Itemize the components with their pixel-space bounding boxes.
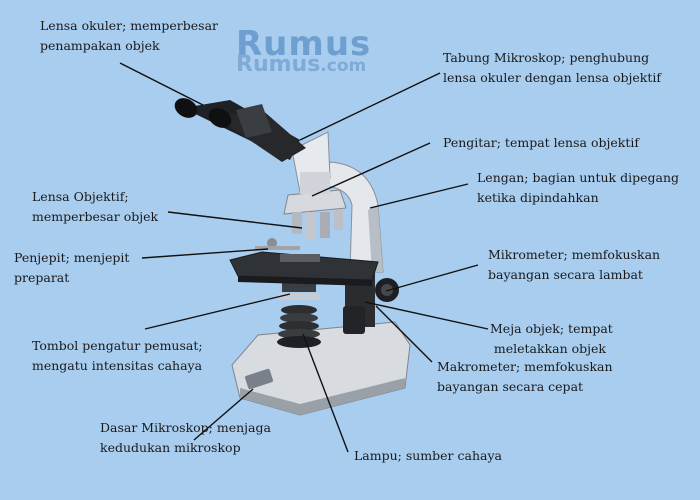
label-lensa-okuler: Lensa okuler; memperbesar penampakan obj… [40,16,218,56]
watermark-logo-sub: Rumus.com [236,52,366,77]
lamp-and-condenser [277,282,321,348]
watermark-domain: .com [320,56,366,76]
pointer-tombol [145,294,290,329]
eyepieces [171,94,306,162]
pointer-mikrometer [386,265,478,291]
label-lengan: Lengan; bagian untuk dipegang ketika dip… [477,168,679,208]
pointer-okuler [120,63,203,105]
label-tabung-mikroskop: Tabung Mikroskop; penghubung lensa okule… [443,48,661,88]
nosepiece-and-objectives [284,190,346,240]
label-lampu: Lampu; sumber cahaya [354,446,502,466]
pointer-tabung [300,73,440,140]
label-meja-objek: Meja objek; tempat meletakkan objek [490,319,606,359]
label-makrometer: Makrometer; memfokuskan bayangan secara … [437,357,613,397]
pointer-lengan [370,184,468,208]
watermark-line2: Rumus [236,52,320,77]
pointer-objektif [168,212,302,228]
label-lensa-objektif: Lensa Objektif; memperbesar objek [32,187,158,227]
label-penjepit: Penjepit; menjepit preparat [14,248,129,288]
microscope-base [232,322,410,415]
microscope-arm [325,162,383,272]
label-pengitar: Pengitar; tempat lensa objektif [443,133,639,153]
label-mikrometer: Mikrometer; memfokuskan bayangan secara … [488,245,660,285]
label-dasar-mikroskop: Dasar Mikroskop; menjaga kedudukan mikro… [100,418,271,458]
label-tombol-pengatur: Tombol pengatur pemusat; mengatu intensi… [32,336,203,376]
